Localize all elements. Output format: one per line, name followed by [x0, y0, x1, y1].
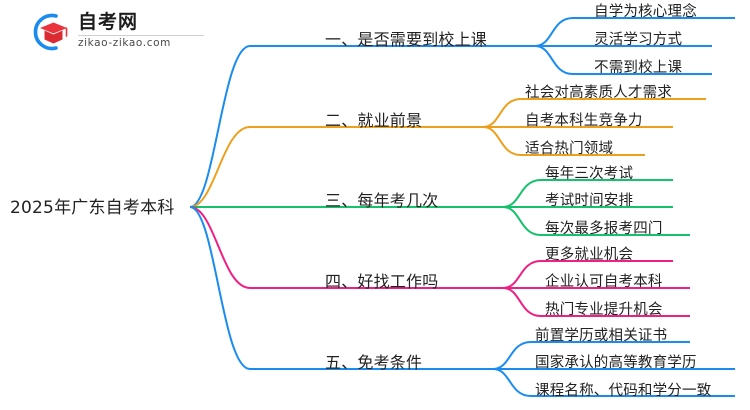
logo-wordmark: 自考网 zikao-zikao.com — [78, 10, 206, 54]
logo-divider — [78, 35, 204, 36]
leaf-label-1-3[interactable]: 不需到校上课 — [594, 60, 683, 76]
leaf-label-3-1[interactable]: 每年三次考试 — [545, 166, 634, 182]
branch-label-3[interactable]: 三、每年考几次 — [325, 191, 439, 210]
leaf-label-1-1[interactable]: 自学为核心理念 — [594, 4, 697, 20]
logo-name: 自考网 — [78, 11, 139, 33]
leaf-label-5-3[interactable]: 课程名称、代码和学分一致 — [535, 383, 712, 399]
leaf-label-1-2[interactable]: 灵活学习方式 — [594, 32, 683, 48]
leaf-label-2-3[interactable]: 适合热门领域 — [525, 141, 614, 157]
branch-label-1[interactable]: 一、是否需要到校上课 — [325, 30, 488, 49]
leaf-label-4-3[interactable]: 热门专业提升机会 — [545, 302, 663, 318]
leaf-label-4-1[interactable]: 更多就业机会 — [545, 247, 634, 263]
branch-connector-3 — [190, 179, 690, 236]
leaf-label-2-2[interactable]: 自考本科生竞争力 — [525, 113, 643, 129]
leaf-label-4-2[interactable]: 企业认可自考本科 — [545, 274, 663, 290]
branch-connector-5 — [189, 206, 735, 397]
leaf-label-2-1[interactable]: 社会对高素质人才需求 — [525, 85, 672, 101]
leaf-label-5-2[interactable]: 国家承认的高等教育学历 — [535, 355, 697, 371]
leaf-label-5-1[interactable]: 前置学历或相关证书 — [535, 328, 668, 344]
branch-connector-4 — [189, 206, 690, 317]
leaf-label-3-2[interactable]: 考试时间安排 — [545, 193, 634, 209]
branch-connector-1 — [189, 17, 735, 208]
branch-label-4[interactable]: 四、好找工作吗 — [325, 272, 439, 291]
branch-label-2[interactable]: 二、就业前景 — [325, 111, 423, 130]
logo-url: zikao-zikao.com — [78, 37, 171, 49]
branch-label-5[interactable]: 五、免考条件 — [325, 353, 423, 372]
site-logo: 自考网 zikao-zikao.com — [30, 10, 210, 54]
root-node-label[interactable]: 2025年广东自考本科 — [10, 198, 175, 218]
graduation-cap-icon — [30, 12, 72, 52]
branch-connector-2 — [189, 98, 706, 208]
leaf-label-3-3[interactable]: 每次最多报考四门 — [545, 221, 663, 237]
